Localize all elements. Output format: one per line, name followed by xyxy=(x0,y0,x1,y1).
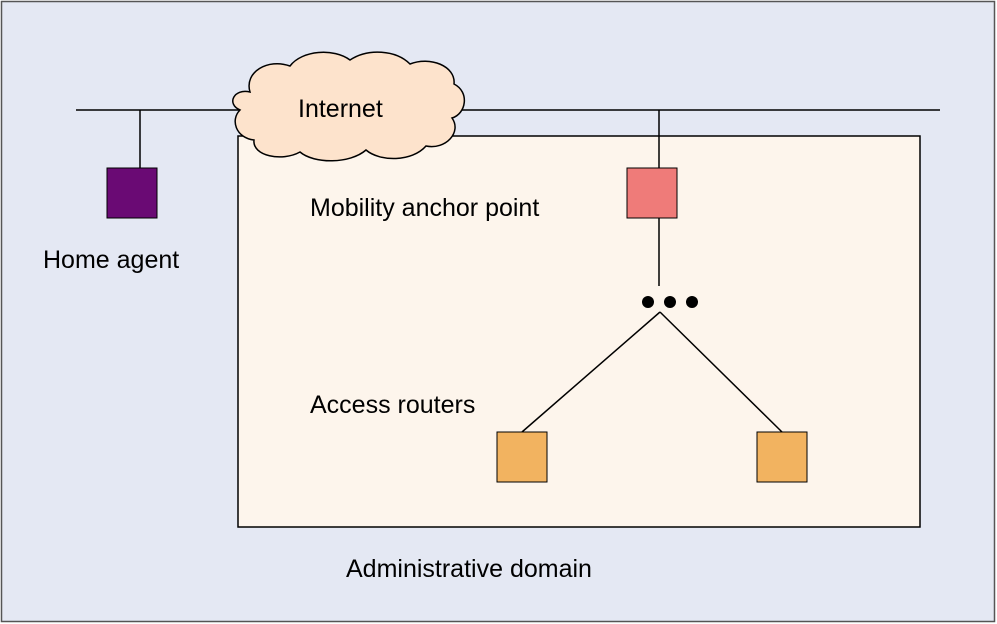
access-router-right-node xyxy=(756,431,808,483)
ellipsis-dot xyxy=(642,296,654,308)
home-agent-node xyxy=(106,167,158,219)
ellipsis-dot xyxy=(664,296,676,308)
access-routers-label: Access routers xyxy=(310,391,475,419)
access-router-right-link xyxy=(659,311,783,433)
internet-label: Internet xyxy=(298,95,383,123)
administrative-domain-label: Administrative domain xyxy=(346,555,592,583)
internet-cloud-icon xyxy=(232,51,465,162)
ellipsis-dots xyxy=(642,296,698,308)
mobility-anchor-point-node xyxy=(626,167,678,219)
ellipsis-dot xyxy=(686,296,698,308)
home-agent-label: Home agent xyxy=(43,246,179,274)
access-router-left-node xyxy=(496,431,548,483)
access-router-left-link xyxy=(521,311,661,433)
mobility-anchor-point-label: Mobility anchor point xyxy=(310,194,539,222)
